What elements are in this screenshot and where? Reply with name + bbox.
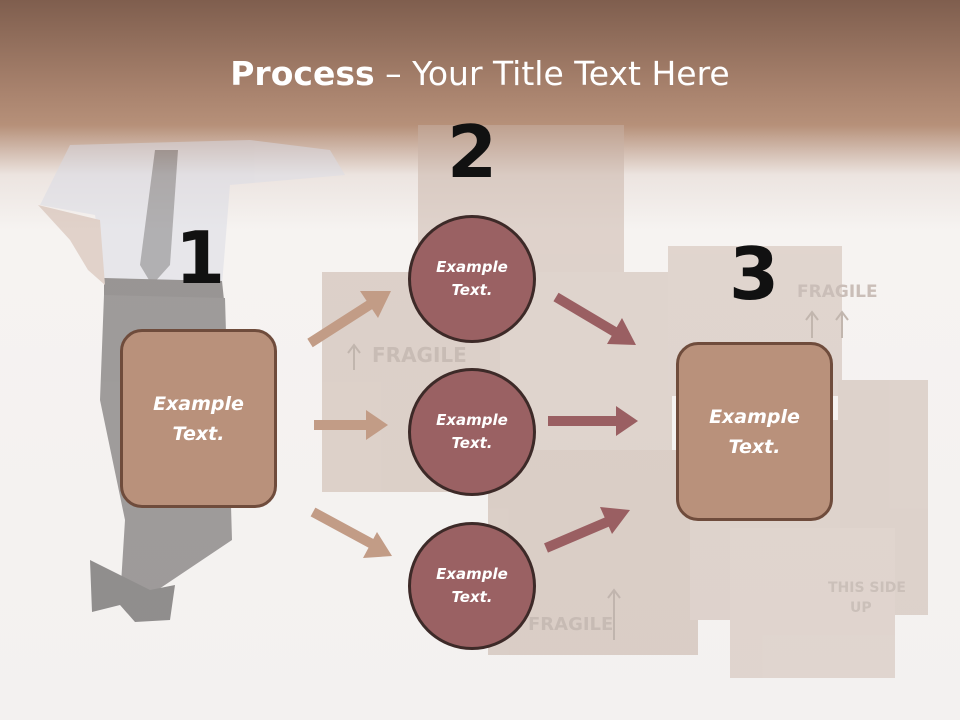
man-shoes — [90, 560, 175, 622]
arrowhead-1-top — [360, 291, 391, 318]
circle-bottom: Example Text. — [408, 522, 536, 650]
circle-top-line1: Example — [436, 258, 508, 276]
arrowhead-mid-3 — [616, 406, 638, 436]
title-rest: – Your Title Text Here — [374, 54, 730, 93]
circle-bottom-line2: Text. — [451, 588, 493, 606]
fragile-label-3: FRAGILE — [528, 614, 613, 635]
step-3-text-line2: Text. — [728, 435, 781, 458]
man-shirt — [40, 140, 345, 285]
step-1-box: Example Text. — [120, 329, 277, 508]
circle-top-line2: Text. — [451, 281, 493, 299]
box-small — [730, 528, 895, 678]
title-bold: Process — [230, 54, 375, 93]
step-3-box: Example Text. — [676, 342, 833, 521]
fragile-label-2: FRAGILE — [797, 282, 878, 302]
arrow-circle-top-to-3 — [553, 292, 623, 340]
arrow-1-to-circle-bot — [310, 507, 377, 550]
this-side-up-label-2: UP — [850, 600, 872, 616]
step-number-2: 2 — [446, 110, 498, 194]
step-1-text-line2: Text. — [172, 422, 225, 445]
circle-middle-line1: Example — [436, 411, 508, 429]
fragile-label-1: FRAGILE — [372, 343, 467, 367]
step-3-text-line1: Example — [709, 405, 800, 428]
box-arrow-marks — [347, 310, 849, 640]
arrow-1-to-circle-top — [307, 297, 377, 348]
man-belt — [104, 278, 224, 300]
man-tie — [140, 150, 178, 285]
man-arm — [38, 205, 105, 285]
this-side-up-label-1: THIS SIDE — [828, 580, 906, 596]
step-number-3: 3 — [728, 232, 780, 316]
arrowhead-bot-3 — [600, 507, 630, 534]
step-1-text-line1: Example — [153, 392, 244, 415]
circle-middle-line2: Text. — [451, 434, 493, 452]
arrowhead-1-mid — [366, 410, 388, 440]
arrow-circle-bot-to-3 — [544, 514, 616, 553]
arrowhead-1-bot — [363, 532, 392, 558]
circle-bottom-line1: Example — [436, 565, 508, 583]
step-number-1: 1 — [174, 216, 226, 300]
circle-top: Example Text. — [408, 215, 536, 343]
circle-middle: Example Text. — [408, 368, 536, 496]
arrowhead-top-3 — [607, 318, 636, 345]
slide-title: Process – Your Title Text Here — [0, 52, 960, 96]
